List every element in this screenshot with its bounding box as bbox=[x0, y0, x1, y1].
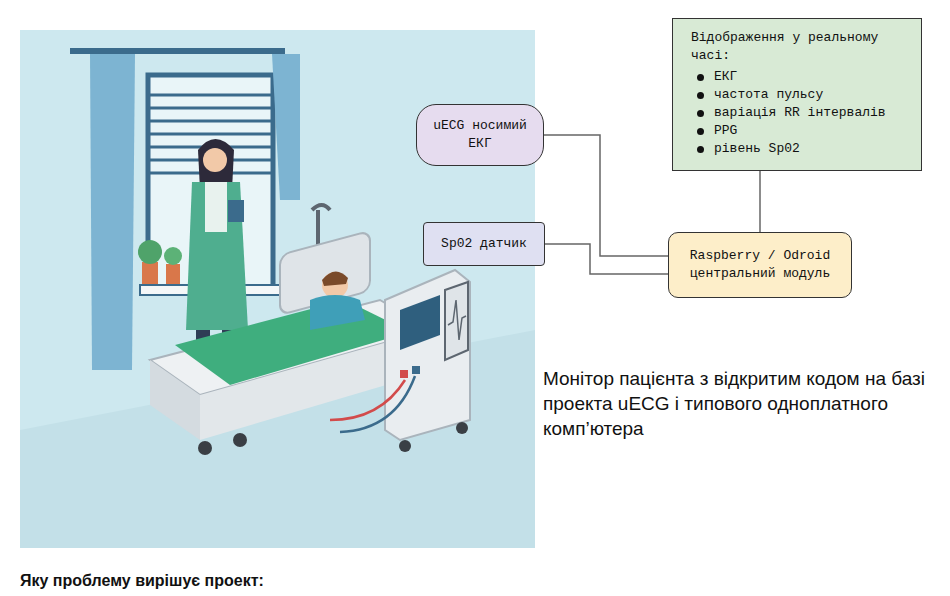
section-heading: Яку проблему вирішує проект: bbox=[20, 572, 264, 590]
connector-line bbox=[759, 171, 761, 232]
bullet-item: рівень Sp02 bbox=[691, 140, 905, 158]
bullet-item: ЕКГ bbox=[691, 68, 905, 86]
panel-heading: Відображення у реальному часі: bbox=[691, 29, 905, 65]
connector-line bbox=[545, 244, 668, 274]
bullet-text: ЕКГ bbox=[714, 68, 737, 86]
central-module-box: Raspberry / Odroid центральний модуль bbox=[668, 232, 852, 298]
box-label: Sp02 датчик bbox=[441, 235, 527, 253]
bullet-dot bbox=[697, 110, 704, 117]
bullet-text: рівень Sp02 bbox=[714, 140, 800, 158]
bullet-text: частота пульсу bbox=[714, 86, 823, 104]
bullet-text: варіація RR інтервалів bbox=[714, 104, 886, 122]
display-panel: Відображення у реальному часі: ЕКГчастота… bbox=[672, 18, 922, 171]
bullet-dot bbox=[697, 146, 704, 153]
box-label: Raspberry / Odroid центральний модуль bbox=[679, 247, 841, 283]
connector-line bbox=[544, 135, 668, 256]
caption-text: Монітор пацієнта з відкритим кодом на ба… bbox=[543, 366, 943, 441]
bullet-dot bbox=[697, 128, 704, 135]
bullet-item: PPG bbox=[691, 122, 905, 140]
bullet-item: частота пульсу bbox=[691, 86, 905, 104]
bullet-item: варіація RR інтервалів bbox=[691, 104, 905, 122]
bullet-text: PPG bbox=[714, 122, 737, 140]
box-label: uECG носимий ЕКГ bbox=[425, 117, 535, 153]
uecg-sensor-box: uECG носимий ЕКГ bbox=[416, 104, 544, 166]
bullet-dot bbox=[697, 92, 704, 99]
spo2-sensor-box: Sp02 датчик bbox=[423, 222, 545, 266]
bullet-dot bbox=[697, 74, 704, 81]
